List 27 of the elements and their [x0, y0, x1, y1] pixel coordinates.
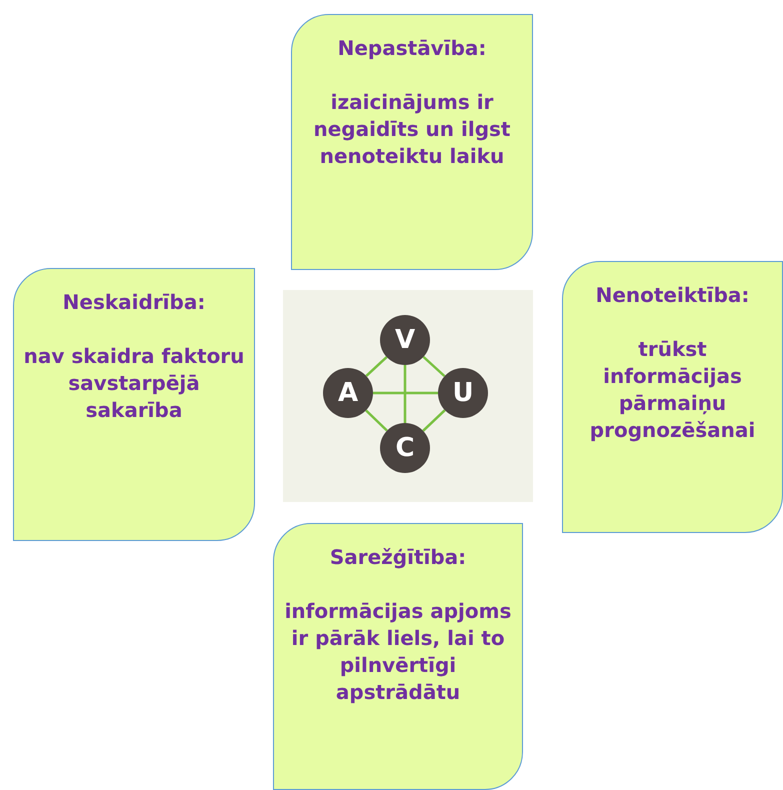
connector-line [404, 365, 406, 423]
circle-letter: V [394, 327, 416, 353]
card-heading: Neskaidrība: [62, 289, 206, 316]
card-text: nav skaidra faktoru savstarpējā sakarība [22, 343, 246, 424]
letter-circle [380, 315, 430, 365]
card-heading: Sarežģītība: [330, 544, 466, 571]
connector-line [422, 409, 446, 432]
vuca-picture [283, 290, 533, 502]
connector-line [422, 356, 446, 378]
letter-circle [438, 368, 488, 418]
card-text: informācijas apjoms ir pārāk liels, lai to pilnvērtīgi apstrādātu [284, 598, 512, 706]
letter-circle [380, 423, 430, 473]
text-card [273, 523, 523, 790]
connector-line [373, 392, 438, 394]
text-card [562, 261, 783, 533]
connector-line [365, 356, 388, 377]
card-text: izaicinājums ir negaidīts un ilgst nenoteiktu laiku [312, 89, 512, 170]
text-card [291, 14, 533, 270]
card-heading: Nepastāvība: [338, 35, 486, 62]
letter-circle [323, 368, 373, 418]
text-card [13, 268, 255, 541]
card-heading: Nenoteiktība: [596, 282, 750, 309]
circle-letter: A [338, 380, 358, 406]
card-text: trūkst informācijas pārmaiņu prognozēšanai [588, 336, 756, 444]
connector-line [365, 409, 388, 432]
circle-letter: C [395, 435, 415, 461]
circle-letter: U [452, 380, 474, 406]
